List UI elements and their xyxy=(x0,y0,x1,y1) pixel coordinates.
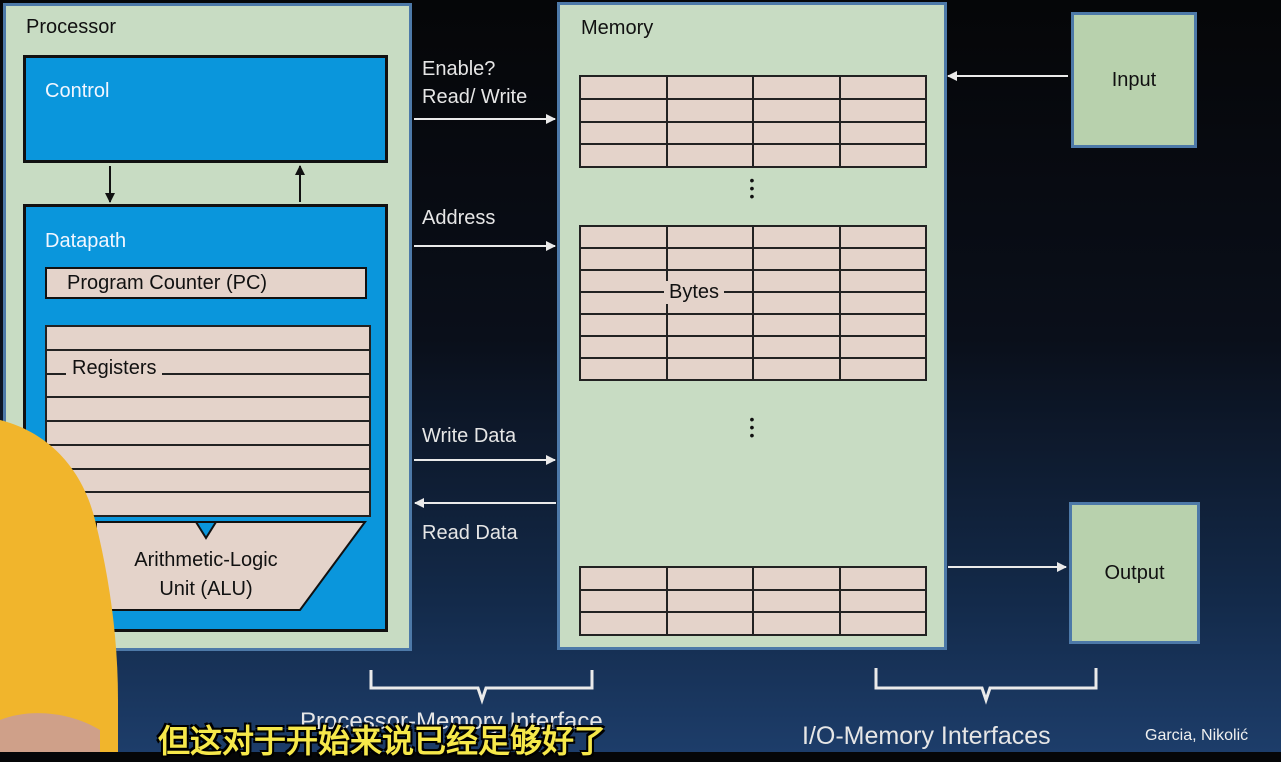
read-write-label: Read/ Write xyxy=(422,86,528,108)
alu-label: Arithmetic-Logic Unit (ALU) xyxy=(96,546,316,604)
control-unit: Control xyxy=(23,55,388,163)
input-label: Input xyxy=(1111,68,1157,91)
read-data-label: Read Data xyxy=(422,522,518,544)
credit-label: Garcia, Nikolić xyxy=(1145,727,1249,744)
control-label: Control xyxy=(45,80,110,102)
alu-label-line1: Arithmetic-Logic xyxy=(134,549,278,571)
datapath-label: Datapath xyxy=(45,230,127,252)
bytes-label: Bytes xyxy=(664,281,725,304)
memory-block-bottom xyxy=(579,566,927,636)
output-label: Output xyxy=(1104,561,1165,584)
processor-memory-interface-label: Processor-Memory Interface xyxy=(300,708,603,735)
subtitle-caption: 但这对于开始来说已经足够好了 xyxy=(158,723,607,759)
memory-block-top xyxy=(579,75,927,168)
io-memory-interfaces-label: I/O-Memory Interfaces xyxy=(802,722,1051,750)
enable-label: Enable? xyxy=(422,58,496,80)
write-data-label: Write Data xyxy=(422,425,517,447)
memory-block-bytes xyxy=(579,225,927,381)
output-device: Output xyxy=(1069,502,1200,644)
input-device: Input xyxy=(1071,12,1197,148)
address-label: Address xyxy=(422,207,496,229)
processor-title: Processor xyxy=(26,16,117,38)
program-counter: Program Counter (PC) xyxy=(45,267,367,299)
memory-title: Memory xyxy=(581,17,654,39)
program-counter-label: Program Counter (PC) xyxy=(67,272,268,294)
registers-label: Registers xyxy=(66,357,163,380)
ellipsis-dots: ••• xyxy=(749,172,755,204)
ellipsis-dots: ••• xyxy=(749,411,755,443)
alu-label-line2: Unit (ALU) xyxy=(159,578,253,600)
